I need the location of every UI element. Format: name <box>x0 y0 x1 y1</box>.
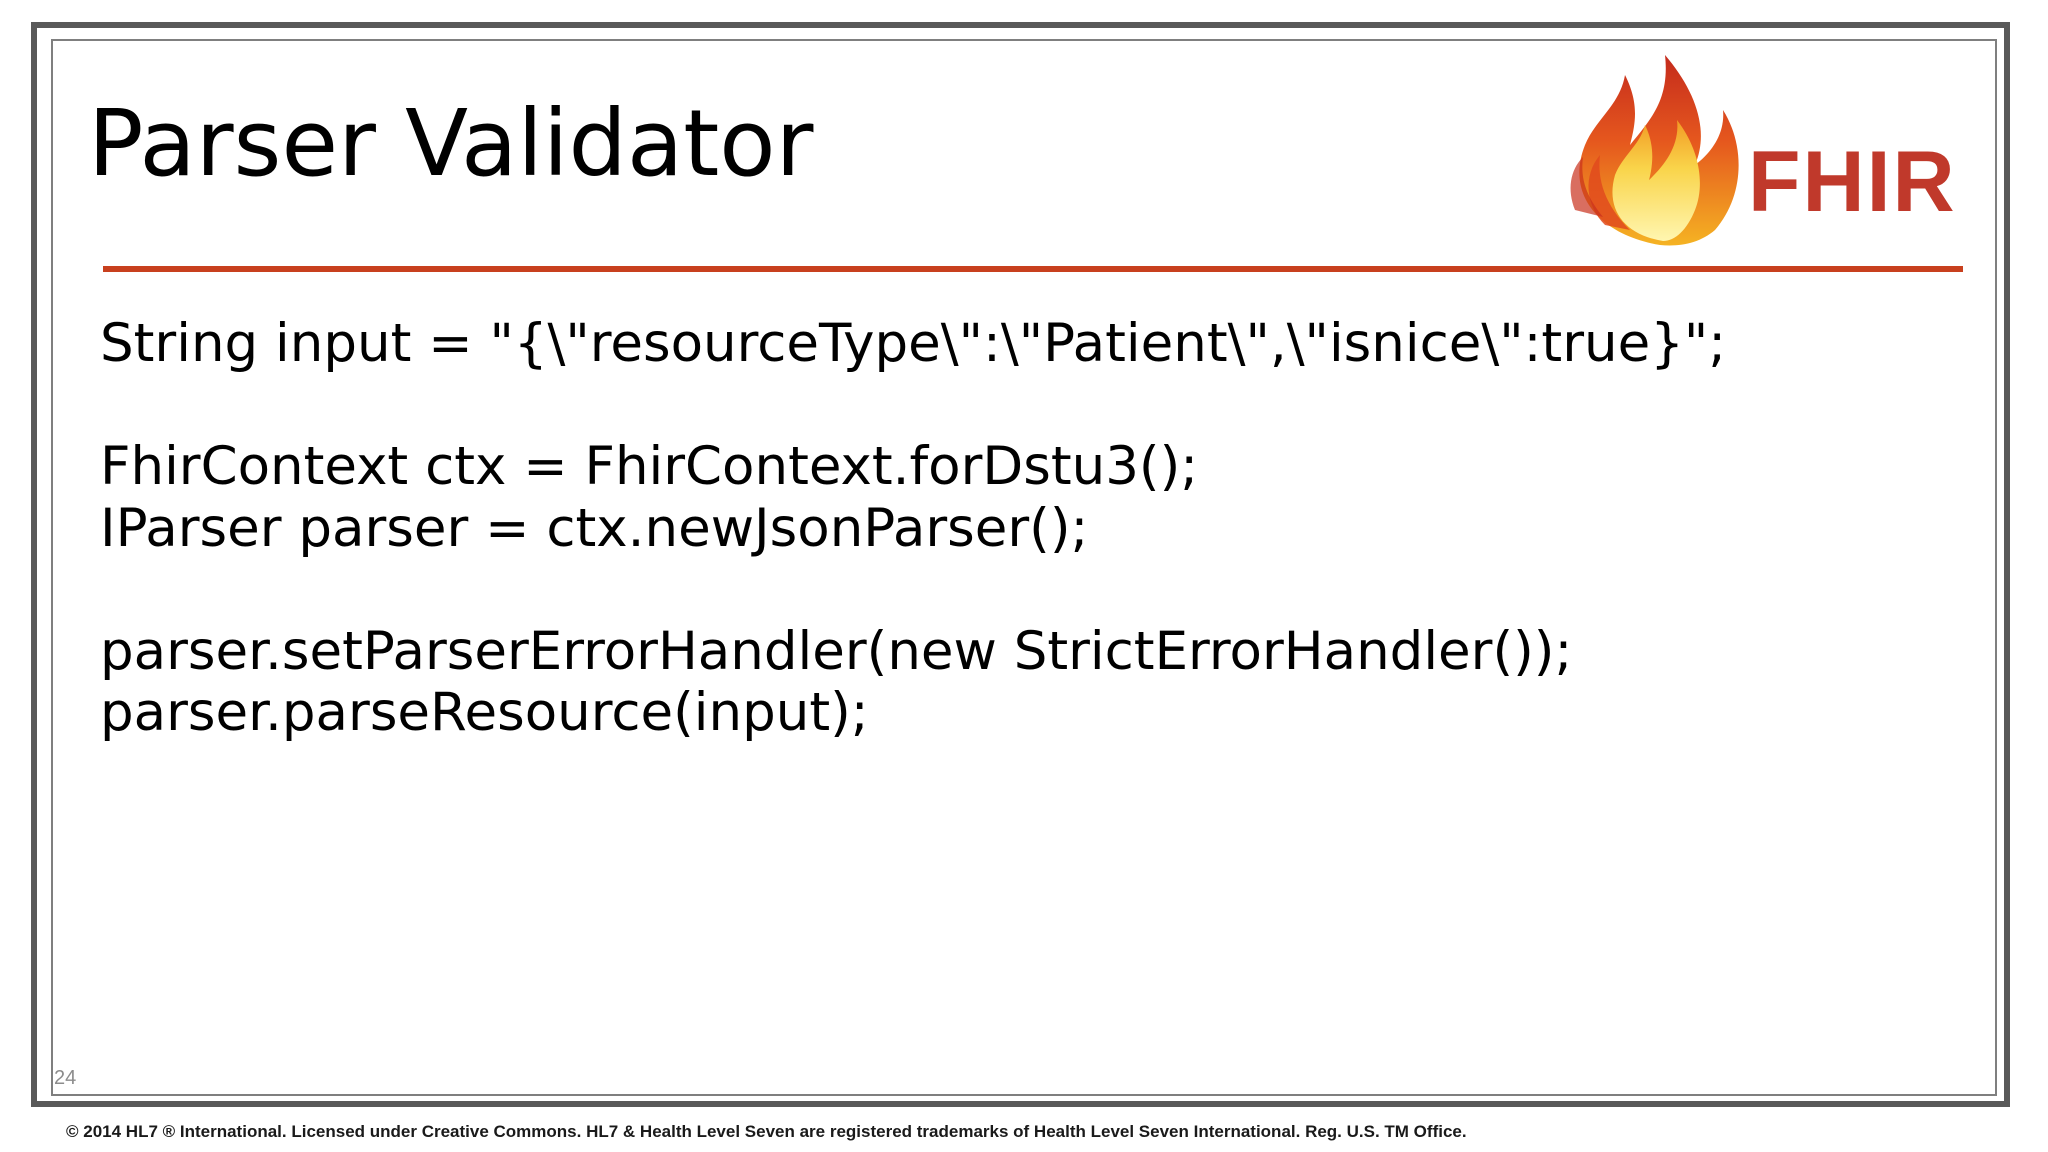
slide-title: Parser Validator <box>88 90 814 197</box>
code-line-blank <box>100 559 1726 621</box>
code-line: parser.setParserErrorHandler(new StrictE… <box>100 620 1573 682</box>
fhir-logo: FHIR <box>1545 45 1995 255</box>
title-divider <box>103 266 1963 272</box>
copyright-footer: © 2014 HL7 ® International. Licensed und… <box>66 1122 1467 1141</box>
code-line: String input = "{\"resourceType\":\"Pati… <box>100 313 1727 374</box>
slide-number: 24 <box>54 1067 77 1089</box>
code-line: IParser parser = ctx.newJsonParser(); <box>100 497 1089 559</box>
code-line: parser.parseResource(input); <box>100 682 869 743</box>
code-line-blank <box>100 375 1726 437</box>
code-block: String input = "{\"resourceType\":\"Pati… <box>100 313 1726 744</box>
fhir-logo-text: FHIR <box>1748 134 1957 230</box>
code-line: FhirContext ctx = FhirContext.forDstu3()… <box>100 436 1199 497</box>
fhir-flame-icon <box>1570 55 1739 246</box>
